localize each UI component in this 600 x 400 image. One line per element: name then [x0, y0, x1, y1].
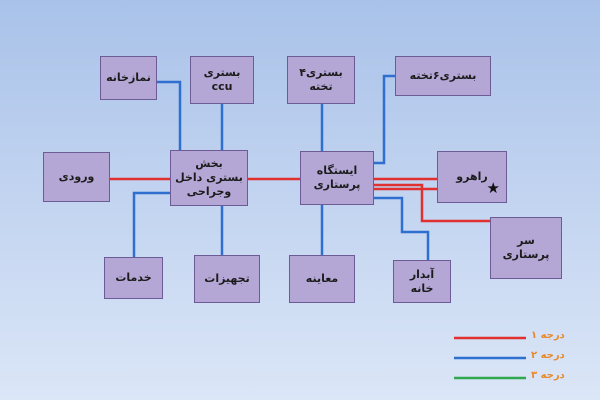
node-bastari6: بستری۶تخته [395, 56, 491, 96]
node-tajhizat: تجهیزات [194, 255, 260, 303]
node-rahro-label: راهرو [456, 170, 488, 184]
node-rahro: راهرو ★ [437, 151, 507, 203]
link-abdarkhaneh-istgah [374, 196, 430, 260]
star-icon: ★ [486, 179, 500, 198]
node-moayene: معاینه [289, 255, 355, 303]
link-bastari6-istgah [374, 74, 395, 165]
legend-label-2: درجه ۲ [531, 350, 565, 361]
link-istgah-sarparastari [374, 183, 490, 223]
node-vorudi: ورودی [43, 152, 110, 202]
node-bakhsh: بخش بستری داخل وجراحی [170, 150, 248, 206]
node-abdarkhaneh: آبدار خانه [393, 260, 451, 303]
link-namazkhaneh-bakhsh [157, 80, 182, 150]
legend-label-1: درجه ۱ [531, 330, 565, 341]
link-khadamat-bakhsh [132, 191, 170, 257]
node-istgah: ایستگاه پرستاری [300, 151, 374, 205]
legend-label-3: درجه ۳ [531, 370, 565, 381]
node-namazkhaneh: نمازخانه [100, 56, 157, 100]
node-ccu: بستری ccu [190, 56, 254, 104]
node-khadamat: خدمات [104, 257, 163, 299]
node-sarparastari: سر پرستاری [490, 217, 562, 279]
node-bastari4: بستری۴ تخته [287, 56, 355, 104]
